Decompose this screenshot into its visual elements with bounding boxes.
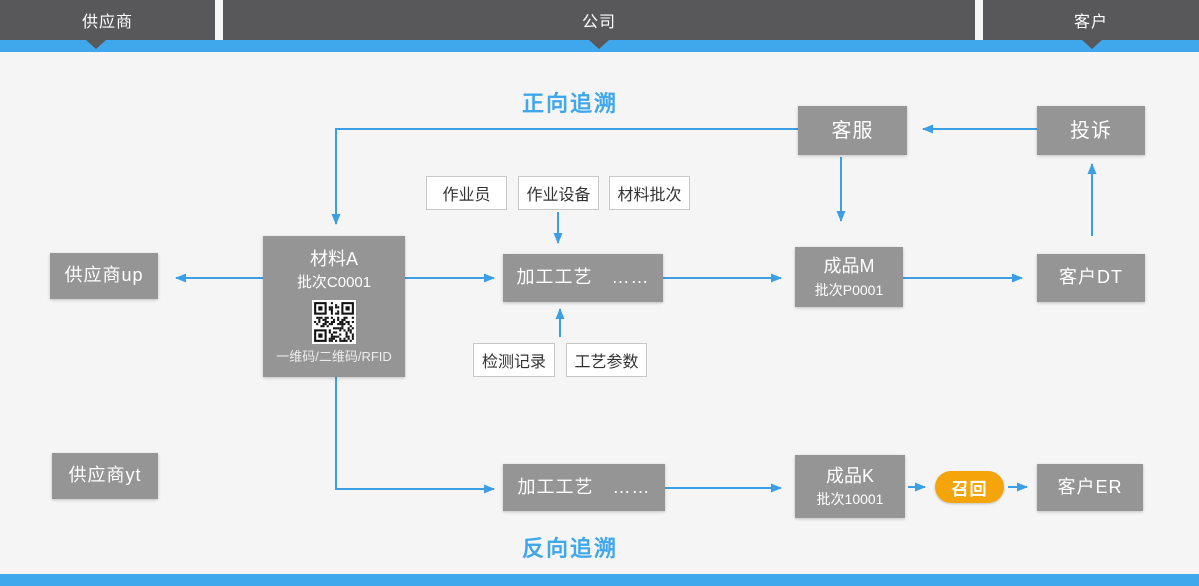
node-complaint-label: 投诉	[1070, 119, 1112, 142]
tag-inspection-record: 检测记录	[473, 343, 555, 377]
node-customer-dt: 客户DT	[1037, 254, 1145, 302]
forward-trace-title: 正向追溯	[521, 91, 618, 116]
tag-inspection-record-label: 检测记录	[481, 354, 546, 371]
qr-code-icon	[312, 299, 356, 344]
node-material-a-batch: 批次C0001	[296, 274, 372, 291]
top-bar-pointer-company	[589, 40, 609, 49]
node-supplier-yt-label: 供应商yt	[68, 465, 142, 486]
top-bar-segment-supplier: 供应商	[0, 0, 215, 40]
node-process-top: 加工工艺 ……	[503, 254, 663, 302]
node-process-top-label: 加工工艺 ……	[516, 267, 650, 288]
node-product-m: 成品M 批次P0001	[795, 247, 903, 307]
tag-material-batch-label: 材料批次	[617, 187, 682, 204]
node-product-m-batch: 批次P0001	[814, 281, 884, 298]
node-customer-er: 客户ER	[1037, 464, 1143, 511]
top-bar-segment-customer: 客户	[983, 0, 1199, 40]
recall-badge-label: 召回	[951, 479, 988, 499]
tag-equipment: 作业设备	[518, 176, 599, 210]
node-product-m-title: 成品M	[823, 256, 875, 277]
node-supplier-yt: 供应商yt	[52, 453, 158, 499]
node-material-a-code-caption: 一维码/二维码/RFID	[276, 348, 392, 364]
top-bar-segment-company: 公司	[223, 0, 975, 40]
tag-equipment-label: 作业设备	[526, 187, 591, 204]
node-product-k: 成品K 批次10001	[795, 455, 905, 518]
node-complaint: 投诉	[1037, 106, 1145, 155]
arrow-material-a-to-process-bottom	[335, 377, 495, 494]
recall-badge: 召回	[935, 471, 1004, 503]
node-process-bottom: 加工工艺 ……	[503, 464, 665, 511]
node-supplier-up-label: 供应商up	[64, 265, 144, 286]
node-customer-dt-label: 客户DT	[1059, 267, 1123, 288]
top-bar-label-supplier: 供应商	[81, 14, 133, 31]
top-bar-pointer-customer	[1082, 40, 1102, 49]
node-supplier-up: 供应商up	[50, 253, 158, 299]
top-bar-pointer-supplier	[86, 40, 106, 49]
node-process-bottom-label: 加工工艺 ……	[517, 476, 651, 497]
node-product-k-batch: 批次10001	[816, 491, 884, 508]
top-bar-label-customer: 客户	[1073, 14, 1108, 31]
tag-material-batch: 材料批次	[609, 176, 690, 210]
tag-process-parameters: 工艺参数	[566, 343, 647, 377]
bottom-blue-bar	[0, 574, 1199, 586]
node-customer-service: 客服	[798, 106, 907, 155]
node-material-a-title: 材料A	[309, 248, 358, 269]
node-product-k-title: 成品K	[825, 465, 874, 486]
tag-operator-label: 作业员	[442, 187, 491, 204]
tag-operator: 作业员	[426, 176, 507, 210]
node-customer-service-label: 客服	[831, 119, 874, 142]
node-customer-er-label: 客户ER	[1057, 476, 1123, 497]
tag-process-parameters-label: 工艺参数	[574, 354, 639, 371]
backward-trace-title: 反向追溯	[521, 536, 618, 561]
node-material-a: 材料A 批次C0001 一维码/二维码/RFID	[263, 236, 405, 377]
top-bar-label-company: 公司	[581, 14, 616, 31]
